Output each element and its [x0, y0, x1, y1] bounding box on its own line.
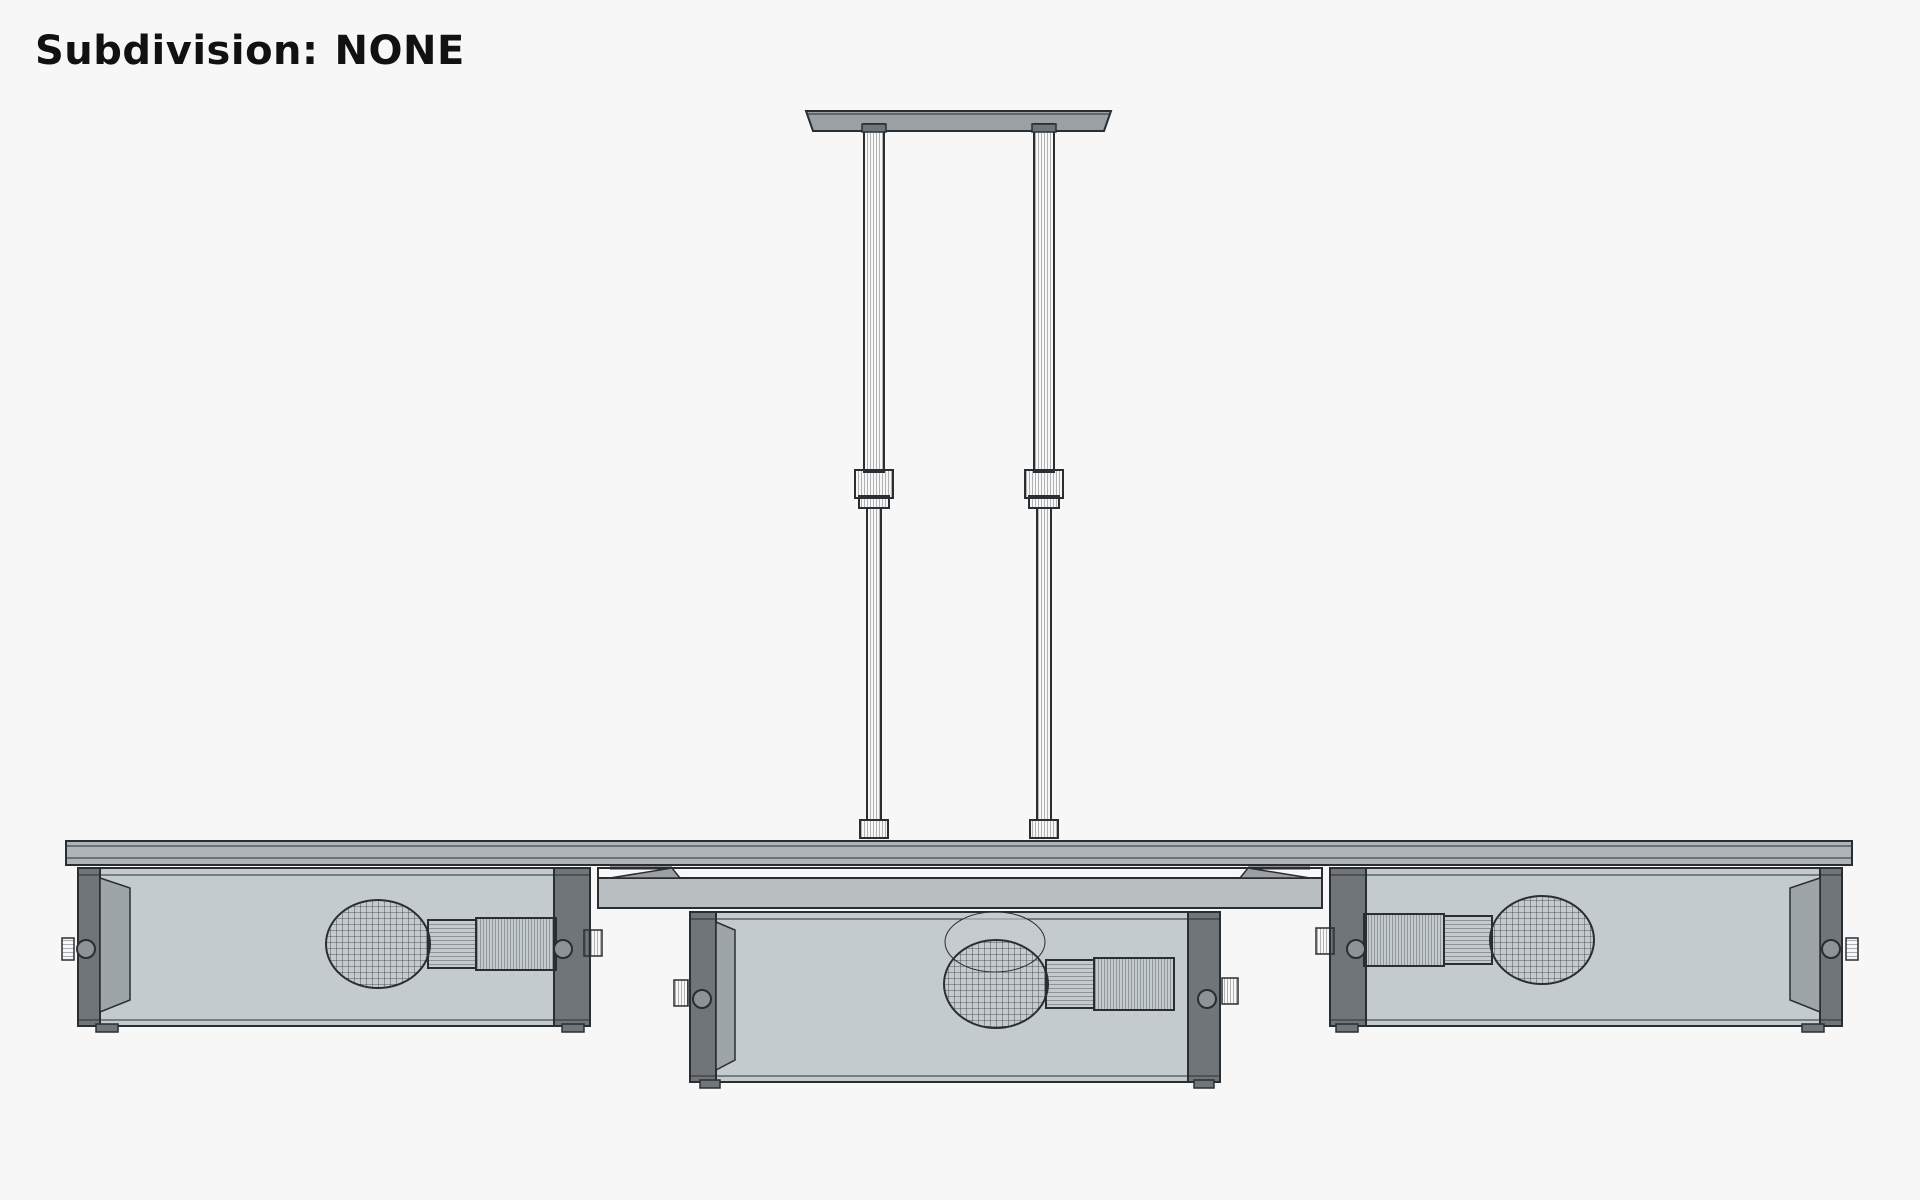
suspension-rod-right: [1024, 123, 1064, 839]
suspension-rod-left: [854, 123, 894, 839]
center-lamp-shade: [673, 911, 1239, 1089]
subdivision-caption: Subdivision: NONE: [35, 28, 465, 74]
subdivision-caption-prefix: Subdivision:: [35, 28, 319, 74]
main-crossbar: [65, 840, 1853, 866]
subdivision-caption-value: NONE: [334, 28, 465, 74]
ceiling-canopy: [804, 110, 1113, 132]
left-lamp-shade: [61, 867, 603, 1033]
right-lamp-shade: [1315, 867, 1859, 1033]
center-tray-frame: [597, 866, 1323, 909]
